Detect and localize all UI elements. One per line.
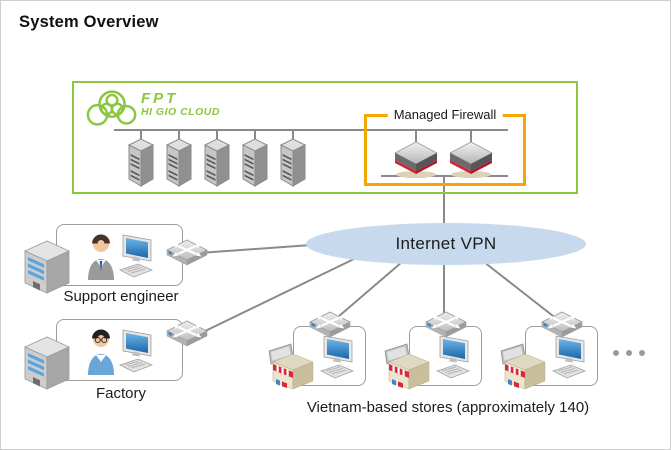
computer-icon [551,335,587,379]
more-stores-ellipsis-dot [639,350,645,356]
firewall-icon [448,139,494,179]
computer-icon [118,234,154,278]
page-title: System Overview [19,13,159,31]
more-stores-ellipsis-dot [626,350,632,356]
fpt-cloud-logo-icon [85,85,139,133]
managed-firewall-box: Managed Firewall [364,107,526,186]
computer-icon [118,329,154,373]
server-drop-lines [140,130,294,142]
factory-label: Factory [95,385,146,402]
server-icon [200,137,234,187]
store-building-icon [383,342,433,390]
server-icon [124,137,158,187]
store1-to-vpn-line [330,261,403,324]
router-icon [166,320,208,350]
router-icon [166,239,208,269]
computer-icon [435,335,471,379]
office-building-icon [21,238,73,294]
server-icon [238,137,272,187]
factory-person-icon [85,327,117,375]
factory-building-icon [21,334,73,390]
cloud-boundary-box [72,81,578,194]
more-stores-ellipsis-dot [613,350,619,356]
support-engineer-person-icon [85,232,117,280]
server-icon [276,137,310,187]
logo-product-text: HI GIO CLOUD [141,106,220,118]
internet-vpn-cloud: Internet VPN [306,223,586,265]
computer-icon [319,335,355,379]
store3-to-vpn-line [483,261,563,324]
store-building-icon [499,342,549,390]
logo-brand-text: FPT [141,90,179,107]
server-icon [162,137,196,187]
support-engineer-label: Support engineer [63,288,179,305]
store-building-icon [267,342,317,390]
support-to-vpn-line [198,244,312,254]
firewall-icon [393,139,439,179]
managed-firewall-label: Managed Firewall [387,107,503,122]
internet-vpn-label: Internet VPN [395,234,497,253]
stores-label: Vietnam-based stores (approximately 140) [306,399,590,416]
factory-to-vpn-line [198,258,355,335]
